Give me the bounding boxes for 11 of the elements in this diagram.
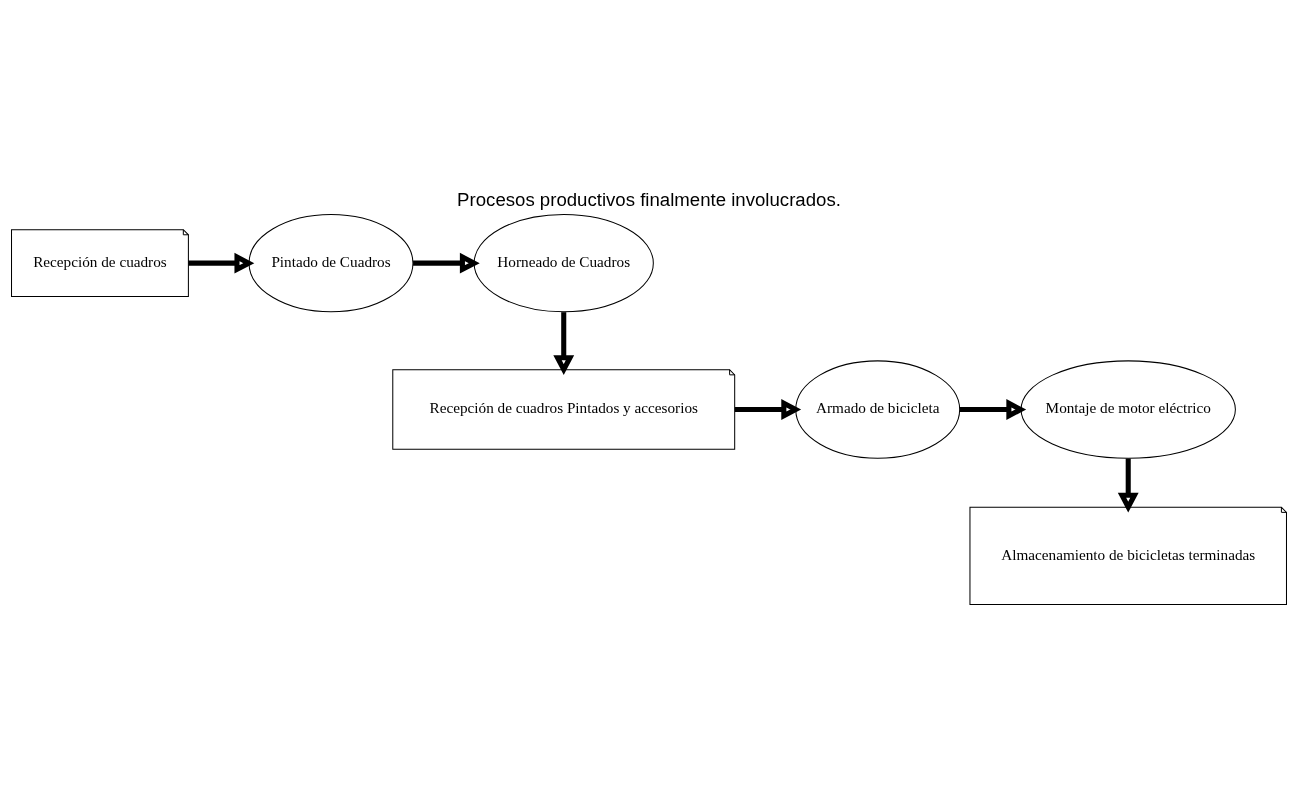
- node-ellipse: Pintado de Cuadros: [248, 213, 414, 312]
- node-ellipse: Montaje de motor eléctrico: [1020, 359, 1236, 459]
- arrow: [553, 311, 575, 375]
- diagram-title: Procesos productivos finalmente involucrados.: [457, 188, 841, 210]
- arrow: [734, 398, 802, 420]
- arrow: [1117, 458, 1139, 513]
- arrow: [188, 252, 255, 274]
- node-ellipse: Horneado de Cuadros: [473, 213, 654, 312]
- node-ellipse: Armado de bicicleta: [795, 359, 961, 459]
- arrow: [413, 252, 480, 274]
- arrow: [959, 398, 1027, 420]
